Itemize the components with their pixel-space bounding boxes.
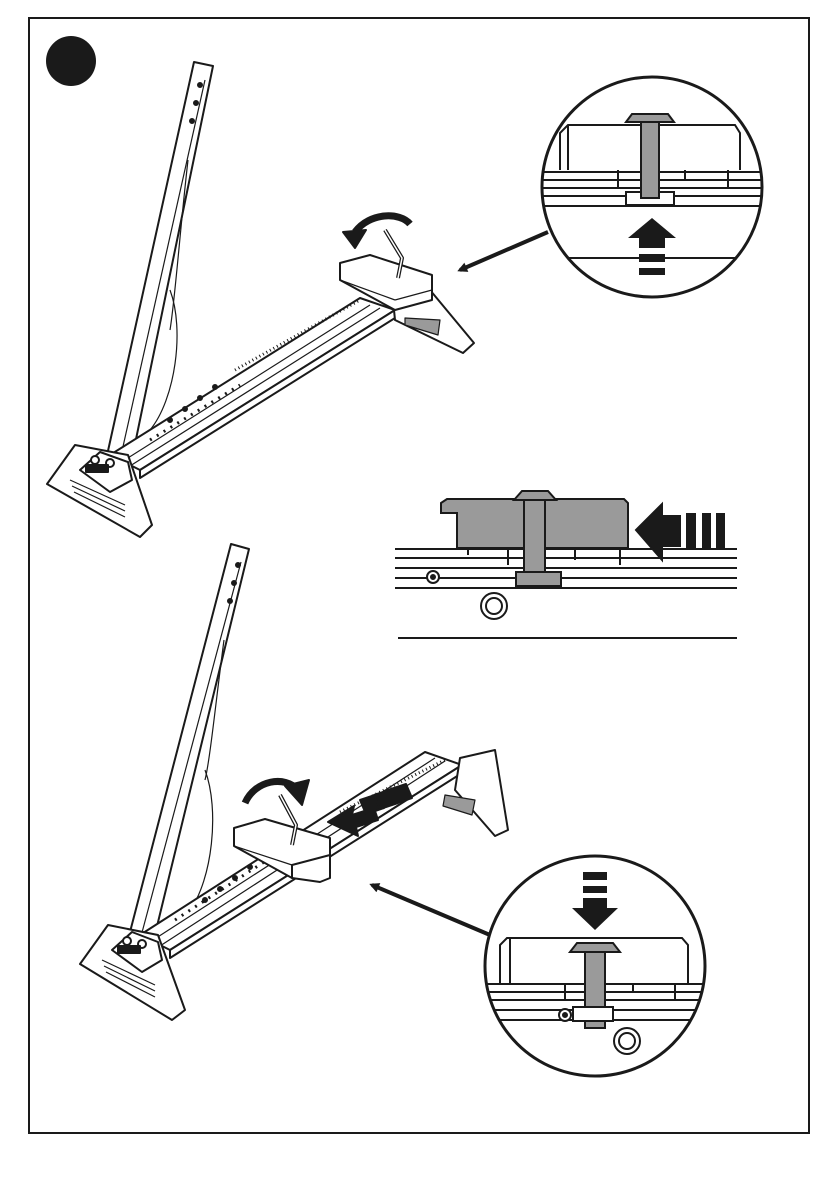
figure-stand-loosen [47, 62, 474, 537]
rotate-ccw-arrowhead [343, 230, 366, 248]
detail-loosen [540, 77, 770, 297]
detail-tighten [485, 856, 705, 1076]
arrow-up-dash-2 [639, 268, 665, 275]
arrow-left-dash-2 [702, 513, 711, 548]
pointer-arrow-detail-2 [372, 885, 490, 935]
detail-slide [395, 491, 737, 638]
figure-stand-tighten [80, 544, 508, 1020]
pointer-arrow-detail-1 [460, 232, 548, 270]
arrow-left-dash-3 [716, 513, 725, 548]
arrow-up-dash-1 [639, 254, 665, 262]
arrow-down-dash-2 [583, 886, 607, 893]
arrow-left-dash-1 [686, 513, 696, 548]
step-badge [46, 36, 96, 86]
arrow-down-dash-1 [583, 872, 607, 880]
arrow-left-icon [636, 504, 680, 560]
step-badge-circle [46, 36, 96, 86]
